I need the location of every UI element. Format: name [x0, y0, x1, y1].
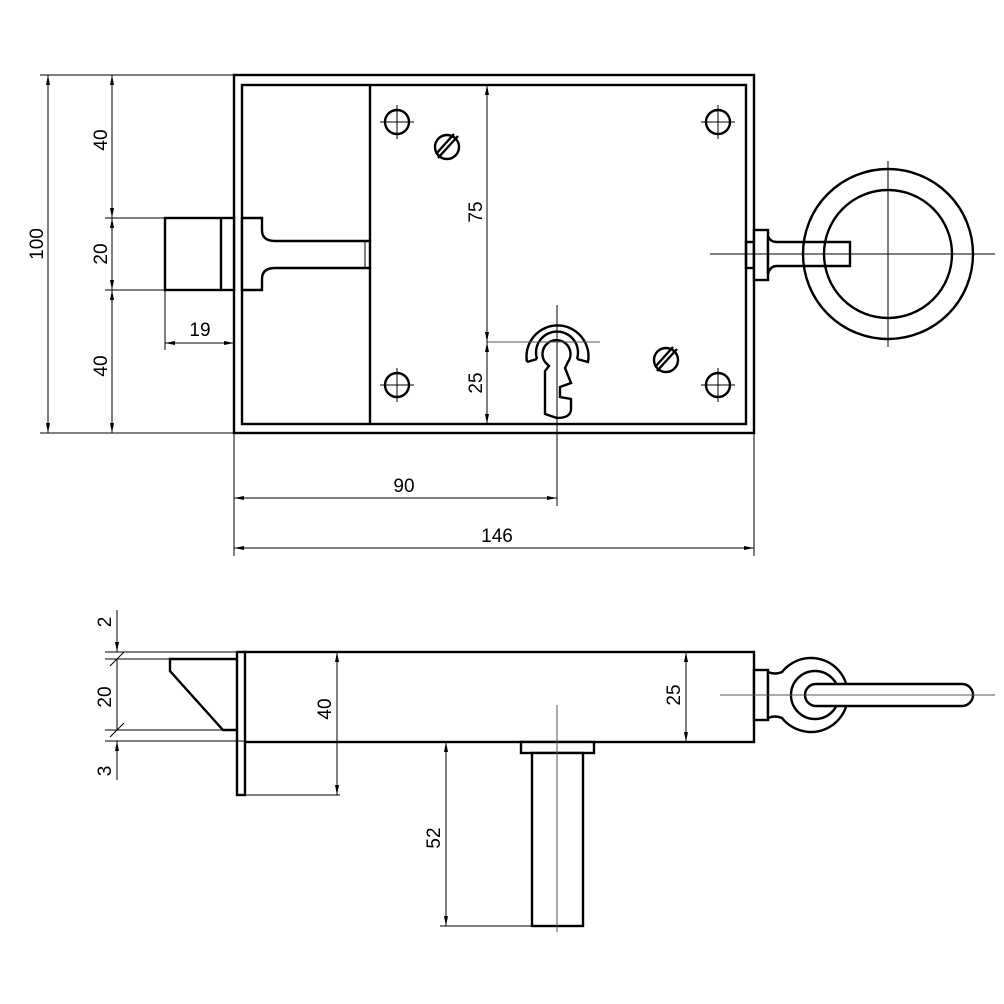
dim-bolt-projection: 19	[189, 320, 210, 341]
screw	[433, 133, 461, 161]
dim-plate-height: 40	[315, 698, 336, 719]
dim-case-depth: 25	[664, 684, 685, 705]
key-handle	[720, 656, 995, 734]
side-dimensions: 2 20 3 40 25 52	[95, 610, 688, 927]
dim-top-gap: 2	[95, 617, 116, 628]
dim-keyhole-offset: 90	[393, 476, 414, 497]
dim-spindle-length: 52	[424, 827, 445, 848]
mounting-hole	[701, 105, 735, 139]
mounting-hole	[380, 368, 414, 402]
mounting-holes	[380, 105, 735, 402]
side-view: 2 20 3 40 25 52	[95, 610, 995, 932]
dim-bottom-gap: 3	[95, 766, 116, 777]
face-plate	[235, 650, 247, 797]
latch-bolt	[168, 657, 237, 732]
mounting-hole	[380, 105, 414, 139]
pull-ring	[710, 161, 995, 347]
front-view: 100 40 20 40 19 75 25 90 146	[27, 73, 995, 556]
keyhole	[525, 305, 590, 433]
dim-latch-height: 20	[95, 686, 116, 707]
screw	[652, 346, 680, 374]
dim-total-width: 146	[481, 526, 513, 547]
front-dimensions: 100 40 20 40 19 75 25 90 146	[27, 74, 755, 556]
mounting-hole	[701, 368, 735, 402]
dim-lower-inner: 25	[466, 372, 487, 393]
dim-upper-inner: 75	[466, 201, 487, 222]
bolt	[163, 216, 372, 292]
dim-top: 40	[91, 129, 112, 150]
dim-bolt-height: 20	[91, 243, 112, 264]
dim-bottom: 40	[91, 355, 112, 376]
dim-total-height: 100	[27, 228, 48, 260]
